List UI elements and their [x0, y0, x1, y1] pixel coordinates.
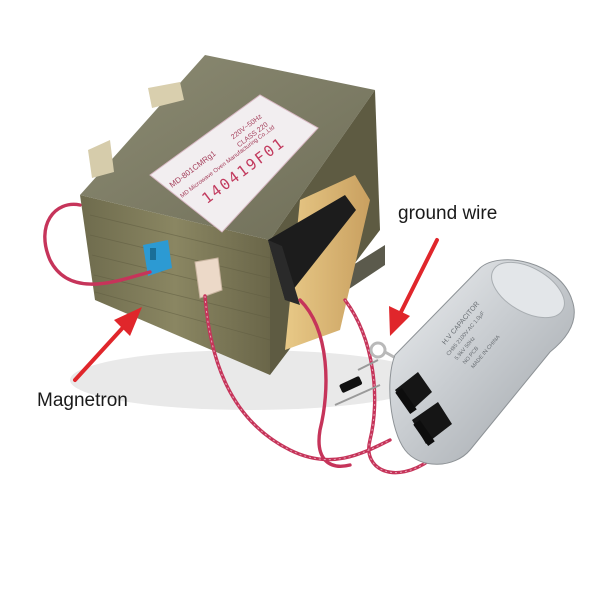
- lamination-lines: [89, 214, 271, 341]
- ground-wire-label: ground wire: [398, 203, 498, 224]
- mounting-tab-2: [88, 140, 114, 178]
- hv-capacitor: H.V CAPACITOR CH85 2100V AC 1.0µF 5.9kV …: [389, 259, 575, 465]
- hv-diode: [334, 359, 381, 406]
- capacitor-terminals: [395, 372, 452, 446]
- magnetron-label: Magnetron: [37, 390, 128, 411]
- annotation-arrows: [73, 238, 439, 382]
- blue-terminal: [143, 240, 172, 276]
- magnetron-arrow: [73, 307, 142, 382]
- magnetron-wire: [43, 202, 152, 286]
- coil-bracket-edge: [268, 240, 300, 305]
- transformer-core-front: [80, 195, 270, 375]
- coil-lead-wire: [298, 298, 352, 468]
- mounting-tab: [148, 82, 184, 108]
- wire-texture: [204, 295, 431, 474]
- floor-shadow: [70, 350, 430, 410]
- ground-wire-arrow: [389, 238, 439, 336]
- white-terminal: [194, 257, 223, 299]
- transformer-label-sticker: MD-801CMRg1 220V~50Hz CLASS 220 MD Micro…: [149, 94, 319, 233]
